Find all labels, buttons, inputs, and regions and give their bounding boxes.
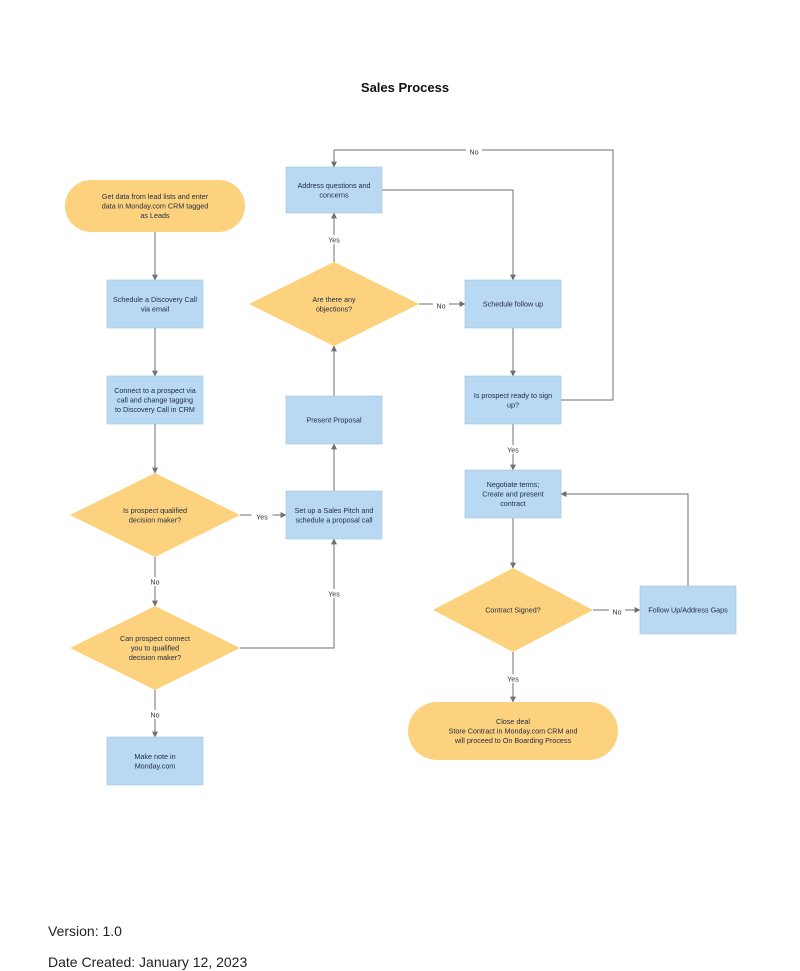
node-text: decision maker? xyxy=(129,653,181,662)
edge-label-bg xyxy=(323,235,345,244)
node-text: Can prospect connect xyxy=(120,634,190,643)
edge-label: Yes xyxy=(328,238,340,245)
process-shape xyxy=(106,279,204,329)
node-text: will proceed to On Boarding Process xyxy=(454,736,572,745)
decision-shape xyxy=(70,473,240,557)
edge-label: Yes xyxy=(256,515,268,522)
node-text: Set up a Sales Pitch and xyxy=(295,506,374,515)
edge-label: No xyxy=(613,610,622,617)
terminal-shape xyxy=(65,180,245,232)
process-shape xyxy=(106,736,204,786)
node-text: as Leads xyxy=(140,211,170,220)
version-text: Version: 1.0 xyxy=(48,923,122,939)
edge-label: Yes xyxy=(507,448,519,455)
node-text: contract xyxy=(500,499,526,508)
node-text: Is prospect ready to sign xyxy=(474,391,552,400)
node-text: Is prospect qualified xyxy=(123,506,187,515)
process-shape xyxy=(285,395,383,445)
node-text: objections? xyxy=(316,304,352,313)
node-text: Close deal xyxy=(496,717,530,726)
node-text: Schedule follow up xyxy=(483,300,543,309)
node-text: up? xyxy=(507,400,519,409)
edge-label-bg xyxy=(466,147,482,156)
node-text: call and change tagging xyxy=(117,396,193,405)
node-text: decision maker? xyxy=(129,515,181,524)
node-text: Store Contract in Monday.com CRM and xyxy=(449,727,578,736)
process-shape xyxy=(639,585,737,635)
edge-followup-gaps-to-negotiate xyxy=(560,491,689,586)
edge-label-bg xyxy=(251,512,273,521)
node-text: Monday.com xyxy=(135,761,176,770)
process-shape xyxy=(106,375,204,425)
edge-can-connect-to-sales-pitch xyxy=(240,538,337,649)
node-text: Make note in xyxy=(134,752,175,761)
node-followup-gaps: Follow Up/Address Gaps xyxy=(639,585,737,635)
node-text: Follow Up/Address Gaps xyxy=(648,606,728,615)
process-shape xyxy=(464,469,562,519)
node-schedule-followup: Schedule follow up xyxy=(464,279,562,329)
node-text: Present Proposal xyxy=(306,416,362,425)
process-shape xyxy=(464,279,562,329)
edge-ready-sign-to-address-questions xyxy=(331,149,614,401)
edge-label-bg xyxy=(502,674,524,683)
edge-label-bg xyxy=(323,589,345,598)
edge-address-questions-to-schedule-followup xyxy=(382,189,516,281)
process-shape xyxy=(285,166,383,214)
edge-label: No xyxy=(151,713,160,720)
node-text: concerns xyxy=(319,190,349,199)
decision-shape xyxy=(249,262,419,346)
node-text: Create and present xyxy=(482,490,544,499)
edge-label: No xyxy=(437,304,446,311)
edge-label-bg xyxy=(147,577,163,586)
node-negotiate: Negotiate terms;Create and presentcontra… xyxy=(464,469,562,519)
node-text: schedule a proposal call xyxy=(295,515,373,524)
decision-shape xyxy=(70,606,240,690)
edge-label-bg xyxy=(433,301,449,310)
node-present-proposal: Present Proposal xyxy=(285,395,383,445)
process-shape xyxy=(285,490,383,540)
process-shape xyxy=(464,375,562,425)
node-contract-signed: Contract Signed? xyxy=(433,568,593,652)
node-text: Connect to a prospect via xyxy=(114,386,196,395)
node-text: via email xyxy=(141,304,170,313)
terminal-shape xyxy=(408,702,618,760)
edge-label: No xyxy=(470,150,479,157)
edge-label: No xyxy=(151,580,160,587)
edge-label-bg xyxy=(502,445,524,454)
node-text: Address questions and xyxy=(297,181,370,190)
edge-label: Yes xyxy=(507,677,519,684)
node-text: Schedule a Discovery Call xyxy=(113,295,197,304)
node-text: Are there any xyxy=(312,295,356,304)
node-text: you to qualified xyxy=(131,644,179,653)
edge-label: Yes xyxy=(328,592,340,599)
date-created-text: Date Created: January 12, 2023 xyxy=(48,954,248,970)
node-text: Contract Signed? xyxy=(485,606,541,615)
node-text: to Discovery Call in CRM xyxy=(115,405,195,414)
node-text: data in Monday.com CRM tagged xyxy=(102,202,209,211)
page-title: Sales Process xyxy=(360,80,450,95)
edge-label-bg xyxy=(147,710,163,719)
decision-shape xyxy=(433,568,593,652)
node-text: Get data from lead lists and enter xyxy=(102,192,209,201)
node-text: Negotiate terms; xyxy=(487,480,540,489)
edge-label-bg xyxy=(609,607,625,616)
